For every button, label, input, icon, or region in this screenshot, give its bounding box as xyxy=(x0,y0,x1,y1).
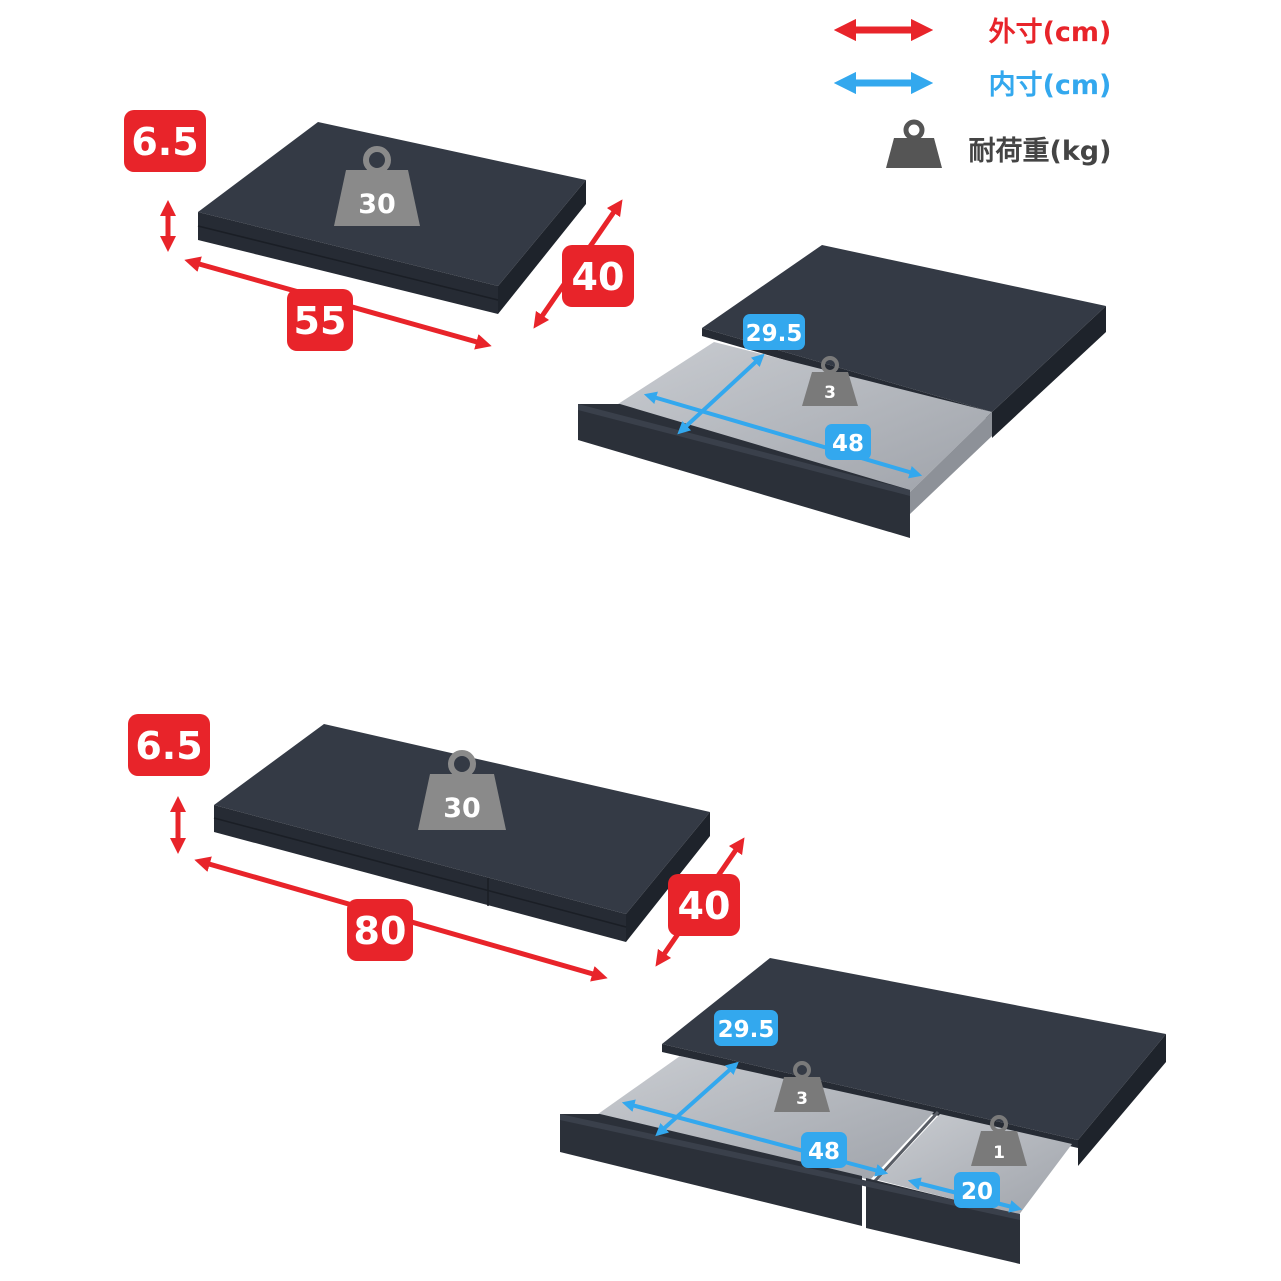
weight-icon xyxy=(886,119,942,168)
height-badge-large: 6.5 xyxy=(128,714,210,776)
top-load-value-small: 30 xyxy=(358,189,396,220)
drawer-load-weight-side: 1 xyxy=(971,1115,1027,1166)
inner-depth-value-large: 29.5 xyxy=(718,1017,775,1043)
legend: 外寸(cm) 内寸(cm) 耐荷重(kg) xyxy=(833,17,1112,168)
product-large-closed xyxy=(213,724,710,942)
width-badge-small: 55 xyxy=(287,289,353,351)
depth-value-small: 40 xyxy=(572,255,625,299)
inner-width-badge-large: 48 xyxy=(801,1132,847,1168)
inner-depth-badge-large: 29.5 xyxy=(714,1010,778,1046)
drawer-load-value-small: 3 xyxy=(824,383,836,403)
width-badge-large: 80 xyxy=(347,899,413,961)
inner-width-arrow-small xyxy=(643,391,923,479)
inner-width-badge-side: 20 xyxy=(954,1172,1000,1208)
drawer-load-weight-large: 3 xyxy=(774,1061,830,1112)
legend-load-label: 耐荷重(kg) xyxy=(969,136,1112,167)
top-load-value-large: 30 xyxy=(443,793,481,824)
inner-width-badge-small: 48 xyxy=(825,424,871,460)
depth-badge-large: 40 xyxy=(668,874,740,936)
weight-icon xyxy=(971,1115,1027,1166)
weight-icon xyxy=(418,750,506,830)
depth-badge-small: 40 xyxy=(562,245,634,307)
width-value-small: 55 xyxy=(294,299,347,343)
legend-outer-label: 外寸(cm) xyxy=(989,17,1112,48)
legend-inner-label: 内寸(cm) xyxy=(989,70,1112,101)
weight-icon xyxy=(774,1061,830,1112)
height-value-small: 6.5 xyxy=(131,120,198,164)
top-load-weight-small: 30 xyxy=(334,146,420,226)
top-load-weight-large: 30 xyxy=(418,750,506,830)
inner-width-value-side: 20 xyxy=(961,1179,993,1205)
height-badge-small: 6.5 xyxy=(124,110,206,172)
drawer-load-value-large: 3 xyxy=(796,1089,808,1109)
inner-depth-value-small: 29.5 xyxy=(746,321,803,347)
width-value-large: 80 xyxy=(354,909,407,953)
depth-value-large: 40 xyxy=(678,884,731,928)
drawer-load-weight-small: 3 xyxy=(802,356,858,406)
drawer-load-value-side: 1 xyxy=(993,1143,1005,1163)
inner-width-value-large: 48 xyxy=(808,1139,840,1165)
weight-icon xyxy=(334,146,420,226)
weight-icon xyxy=(802,356,858,406)
inner-depth-badge-small: 29.5 xyxy=(743,314,805,350)
height-value-large: 6.5 xyxy=(135,724,202,768)
inner-width-value-small: 48 xyxy=(832,431,864,457)
